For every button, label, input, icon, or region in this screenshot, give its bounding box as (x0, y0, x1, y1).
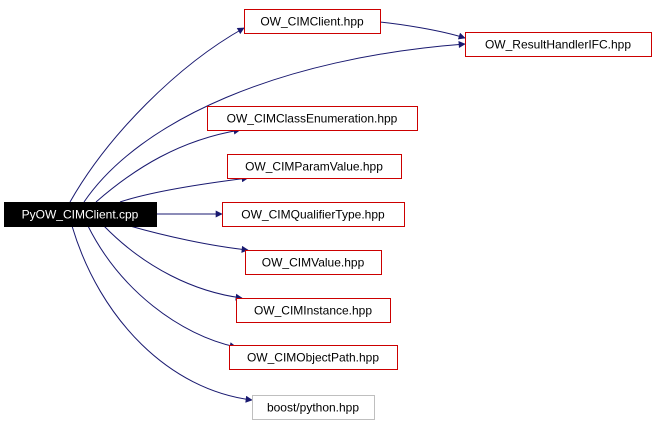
node-n3[interactable]: OW_CIMClassEnumeration.hpp (207, 106, 418, 131)
node-box (245, 250, 382, 275)
edges-layer (69, 21, 466, 403)
nodes-layer: PyOW_CIMClient.cpp OW_CIMClient.hppOW_Res… (4, 9, 652, 420)
edge-src-to-n1 (69, 27, 245, 203)
node-n2[interactable]: OW_ResultHandlerIFC.hpp (465, 32, 652, 57)
node-n8[interactable]: OW_CIMObjectPath.hpp (229, 345, 398, 370)
node-box (4, 202, 157, 227)
edge-src-to-n9 (71, 225, 253, 403)
edge-src-to-n4 (119, 175, 249, 203)
edge-src-to-n2 (83, 40, 466, 203)
node-label: PyOW_CIMClient.cpp (22, 208, 139, 222)
edge-src-to-n3 (95, 127, 241, 203)
edge-src-to-n8 (87, 225, 237, 350)
node-label: OW_CIMClient.hpp (260, 15, 364, 29)
node-label: OW_CIMParamValue.hpp (245, 160, 383, 174)
node-box (207, 106, 418, 131)
node-box (244, 9, 381, 34)
node-label: OW_CIMObjectPath.hpp (247, 351, 379, 365)
node-label: OW_CIMInstance.hpp (254, 304, 372, 318)
node-n5[interactable]: OW_CIMQualifierType.hpp (222, 202, 405, 227)
node-box (465, 32, 652, 57)
node-n4[interactable]: OW_CIMParamValue.hpp (227, 154, 402, 179)
node-n6[interactable]: OW_CIMValue.hpp (245, 250, 382, 275)
node-n9[interactable]: boost/python.hpp (252, 395, 375, 420)
node-label: OW_CIMValue.hpp (262, 256, 365, 270)
node-n7[interactable]: OW_CIMInstance.hpp (236, 298, 391, 323)
edge-n1-to-n2 (379, 21, 466, 40)
node-label: OW_ResultHandlerIFC.hpp (485, 38, 631, 52)
edge-src-to-n7 (103, 225, 243, 301)
node-box (227, 154, 402, 179)
node-label: OW_CIMClassEnumeration.hpp (227, 112, 398, 126)
node-label: boost/python.hpp (267, 401, 359, 415)
node-box (222, 202, 405, 227)
node-src[interactable]: PyOW_CIMClient.cpp (4, 202, 157, 227)
edge-src-to-n6 (129, 225, 249, 253)
node-n1[interactable]: OW_CIMClient.hpp (244, 9, 381, 34)
node-label: OW_CIMQualifierType.hpp (241, 208, 385, 222)
node-box (229, 345, 398, 370)
node-box (252, 395, 375, 420)
node-box (236, 298, 391, 323)
